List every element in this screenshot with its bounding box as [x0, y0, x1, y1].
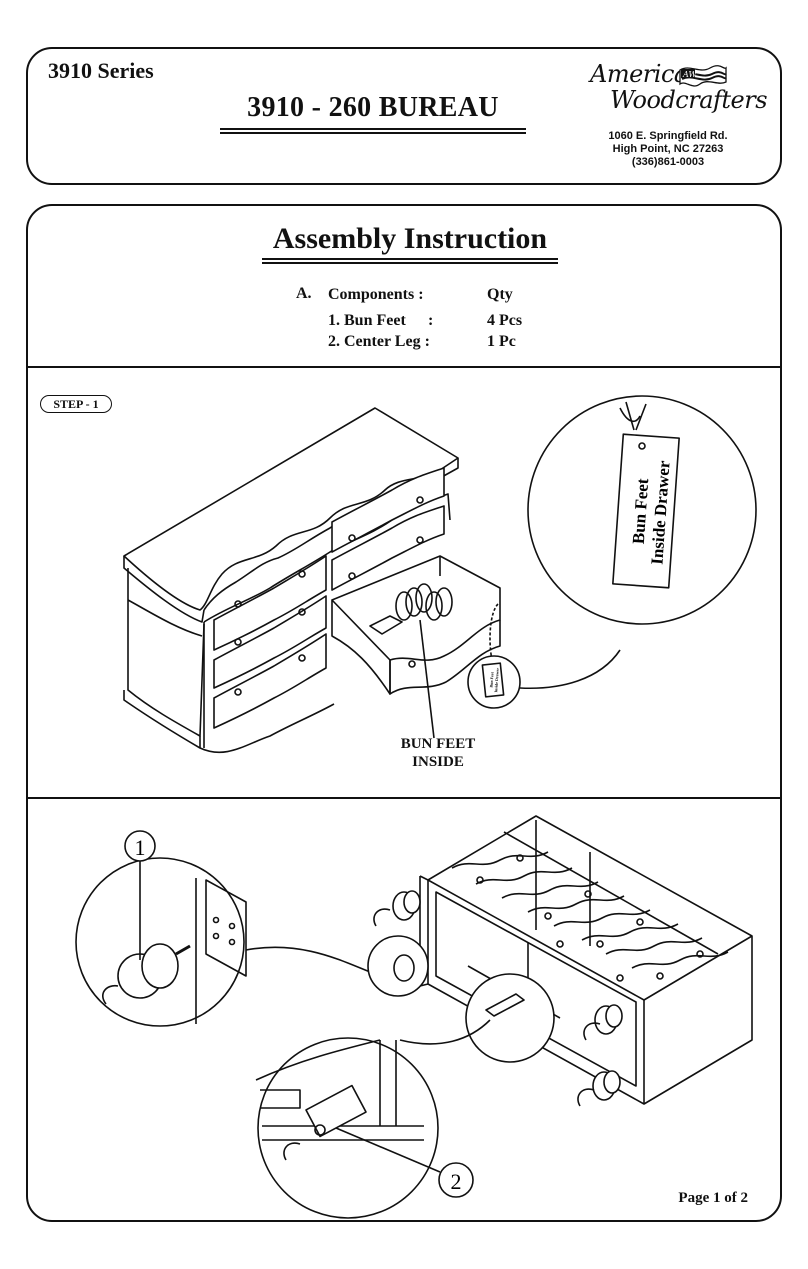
bun-feet-callout: BUN FEET INSIDE: [384, 735, 492, 771]
svg-text:Bun Feet: Bun Feet: [629, 477, 653, 544]
assembly-title-underline-2: [262, 262, 558, 264]
logo-text-line2: Woodcrafters: [610, 86, 768, 114]
marker-2-circle: [438, 1162, 474, 1198]
dresser-step1-drawing: [123, 407, 501, 754]
callout-line1: BUN FEET: [400, 736, 476, 752]
qty-header: Qty: [487, 286, 513, 303]
marker-2: 2: [451, 1169, 462, 1194]
svg-text:Inside Drawer: Inside Drawer: [493, 668, 500, 693]
component-qty: 4 Pcs: [487, 312, 523, 329]
marker-1-circle: [124, 830, 156, 862]
flag-icon: AW: [679, 65, 727, 87]
company-logo: American Woodcrafters AW: [572, 58, 768, 124]
title-underline-2: [220, 132, 526, 134]
component-separator: :: [428, 312, 434, 329]
bun-foot-detail: [75, 857, 245, 1027]
address-line2: High Point, NC 27263: [612, 143, 724, 155]
tag-text-small: Bun Feet Inside Drawer: [488, 668, 500, 693]
page-number: Page 1 of 2: [678, 1190, 748, 1206]
section-divider: [27, 797, 780, 799]
instructions-panel: [26, 204, 782, 1222]
title-underline: [220, 128, 526, 130]
component-name: 1. Bun Feet: [328, 312, 406, 329]
phone-number: (336)861-0003: [631, 156, 705, 168]
step-1-label: STEP - 1: [40, 395, 112, 413]
callout-line2: INSIDE: [412, 754, 464, 770]
series-label: 3910 Series: [48, 58, 154, 83]
document-title: 3910 - 260 BUREAU: [247, 92, 499, 123]
marker-1: 1: [135, 835, 146, 860]
component-name: 2. Center Leg :: [328, 333, 430, 350]
address-line1: 1060 E. Springfield Rd.: [608, 130, 728, 142]
assembly-title-underline: [262, 258, 558, 260]
components-header: Components :: [328, 286, 424, 303]
svg-text:Bun Feet: Bun Feet: [488, 671, 494, 687]
section-divider: [27, 366, 780, 368]
logo-mark-text: AW: [682, 70, 697, 79]
dresser-step2-drawing: [373, 815, 753, 1107]
component-qty: 1 Pc: [487, 333, 516, 350]
center-leg-detail: [257, 1037, 439, 1219]
header-panel: [26, 47, 782, 185]
assembly-title: Assembly Instruction: [272, 222, 548, 255]
section-letter: A.: [296, 285, 312, 302]
tag-text-large: Bun Feet Inside Drawer: [629, 459, 674, 565]
